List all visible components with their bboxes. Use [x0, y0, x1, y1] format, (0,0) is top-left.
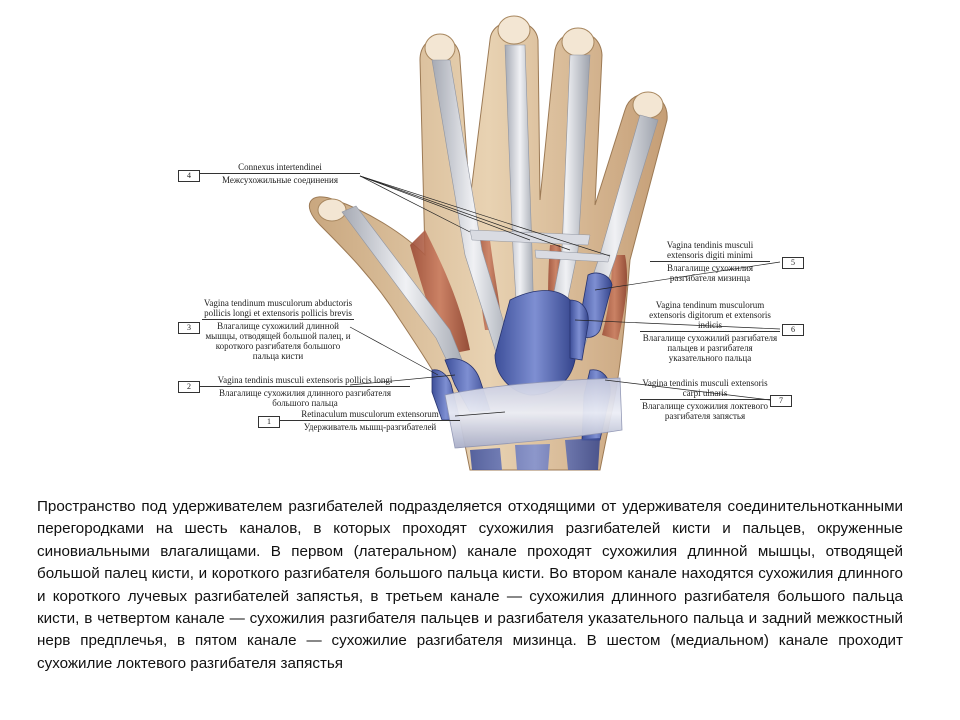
russian-term: Влагалище сухожилия разгибателя мизинца: [666, 263, 754, 283]
forearm-tendons: [470, 438, 600, 470]
label-vagina-extensoris-digiti-minimi: Vagina tendinis musculi extensoris digit…: [650, 240, 770, 283]
label-retinaculum-extensorum: Retinaculum musculorum extensorum Удержи…: [280, 409, 460, 432]
label-number-7: 7: [770, 395, 792, 407]
divider: [202, 319, 354, 320]
divider: [200, 173, 360, 174]
divider: [280, 420, 460, 421]
label-vagina-extensoris-pollicis-longi: Vagina tendinis musculi extensoris polli…: [200, 375, 410, 408]
latin-term: Vagina tendinis musculi extensoris carpi…: [642, 378, 768, 398]
latin-term: Vagina tendinis musculi extensoris polli…: [217, 375, 393, 385]
latin-term: Vagina tendinum musculorum extensoris di…: [649, 300, 771, 330]
connexus-intertendinei: [469, 229, 591, 246]
divider: [650, 261, 770, 262]
divider: [640, 331, 780, 332]
label-vagina-extensoris-carpi-ulnaris: Vagina tendinis musculi extensoris carpi…: [640, 378, 770, 421]
divider: [640, 399, 770, 400]
connexus-intertendinei-2: [534, 249, 611, 263]
retinaculum-extensorum: [444, 377, 623, 449]
label-number-3: 3: [178, 322, 200, 334]
russian-term: Межсухожильные соединения: [222, 175, 338, 185]
nail-middle: [497, 15, 531, 45]
latin-term: Connexus intertendinei: [238, 162, 322, 172]
caption-text: Пространство под удерживателем разгибате…: [37, 498, 903, 672]
muscle-interosseous-4: [602, 255, 628, 340]
label-number-4: 4: [178, 170, 200, 182]
label-vagina-abductoris-pollicis: Vagina tendinum musculorum abductoris po…: [202, 298, 354, 361]
nail-ring: [561, 27, 595, 57]
sheath-extensor-indicis: [569, 299, 589, 361]
nail-little: [632, 91, 664, 119]
label-number-6: 6: [782, 324, 804, 336]
leader-lines: [349, 175, 781, 417]
label-number-1: 1: [258, 416, 280, 428]
latin-term: Vagina tendinum musculorum abductoris po…: [203, 298, 353, 318]
nail-index: [424, 33, 456, 63]
latin-term: Retinaculum musculorum extensorum: [301, 409, 439, 419]
russian-term: Удерживатель мышц-разгибателей: [303, 422, 437, 432]
nail-thumb: [317, 198, 347, 222]
divider: [200, 386, 410, 387]
label-connexus-intertendinei: Connexus intertendinei Межсухожильные со…: [200, 162, 360, 185]
hand-illustration: [308, 15, 781, 471]
latin-term: Vagina tendinis musculi extensoris digit…: [666, 240, 754, 260]
russian-term: Влагалище сухожилий разгибателя пальцев …: [642, 333, 778, 363]
label-vagina-extensoris-digitorum: Vagina tendinum musculorum extensoris di…: [640, 300, 780, 363]
label-number-5: 5: [782, 257, 804, 269]
hand-anatomy-figure: 4 Connexus intertendinei Межсухожильные …: [170, 0, 830, 490]
muscle-first-dorsal-interosseous: [410, 230, 470, 355]
russian-term: Влагалище сухожилия длинного разгибателя…: [219, 388, 391, 408]
russian-term: Влагалище сухожилий длинной мышцы, отвод…: [205, 321, 351, 361]
label-number-2: 2: [178, 381, 200, 393]
russian-term: Влагалище сухожилия локтевого разгибател…: [641, 401, 769, 421]
